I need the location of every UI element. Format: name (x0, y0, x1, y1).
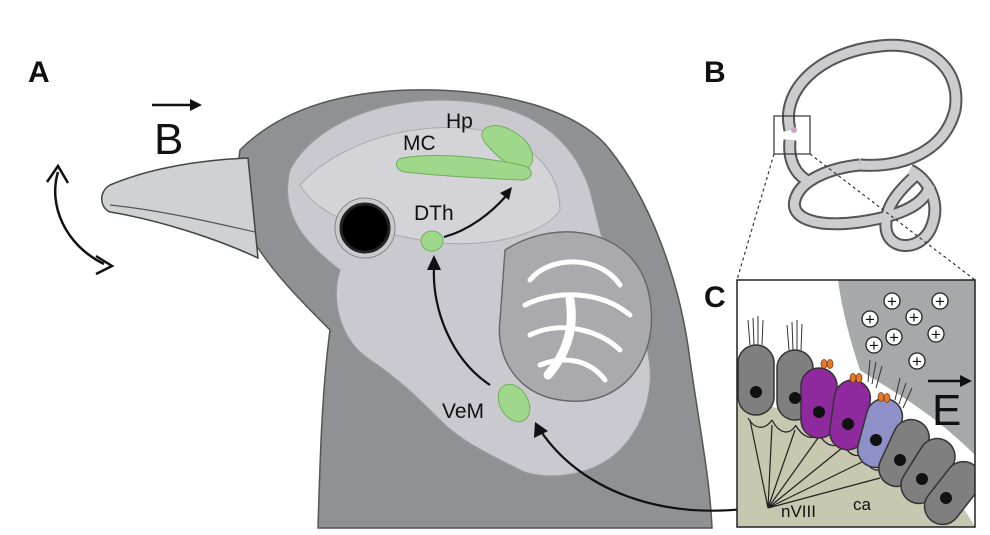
eye-pupil (339, 202, 391, 254)
nerve-fibers (747, 417, 885, 509)
nucleus-vem (497, 383, 531, 423)
svg-text:+: + (869, 336, 879, 355)
label-mc: MC (403, 132, 436, 155)
label-nviii: nVIII (781, 502, 816, 521)
label-vem: VeM (442, 400, 484, 423)
inner-ear-labyrinth-fill (784, 40, 961, 250)
svg-text:+: + (935, 292, 945, 311)
arrow-dth-to-mc (443, 195, 507, 239)
field-b-vector: B (152, 99, 202, 164)
arrow-nviii-to-vem (539, 429, 753, 512)
cerebellum (498, 231, 653, 402)
svg-text:+: + (931, 325, 941, 344)
ion: + (0, 0, 10, 4)
svg-text:+: + (912, 352, 922, 371)
panel-label-c: C (704, 281, 726, 314)
ion: + (885, 328, 903, 347)
svg-text:+: + (909, 308, 919, 327)
ion: + (931, 292, 949, 311)
label-dth: DTh (414, 202, 454, 225)
head-rotation-arrow (45, 163, 115, 276)
ion: + (927, 325, 945, 344)
hair-cell-nuclei (750, 386, 952, 504)
label-hp: Hp (446, 110, 473, 133)
ion: + (861, 310, 879, 329)
panel-label-a: A (28, 56, 50, 89)
ion: + (865, 336, 883, 355)
ion: + (883, 292, 901, 311)
stereocilia (747, 316, 913, 409)
svg-text:+: + (887, 292, 897, 311)
field-e-vector: E (928, 375, 972, 435)
magnetic-particles (820, 359, 891, 403)
hair-cells (737, 344, 975, 526)
beak-line (109, 204, 256, 233)
ions: + + + + + + + + + (0, 0, 949, 371)
pathway-arrows (427, 187, 753, 512)
label-field-e: E (932, 386, 961, 435)
zoom-lines (736, 153, 976, 281)
nucleus-mc (395, 155, 532, 181)
ion: + (908, 352, 926, 371)
panel-label-b: B (704, 56, 726, 89)
bird-head (101, 89, 713, 529)
arrow-vem-to-dth (432, 267, 491, 386)
ion: + (905, 308, 923, 327)
label-ca: ca (853, 495, 872, 514)
zoom-box (773, 115, 811, 155)
nucleus-dth (420, 230, 444, 252)
svg-text:+: + (865, 310, 875, 329)
svg-text:+: + (889, 328, 899, 347)
beak (101, 157, 259, 260)
lagena-spot (791, 127, 797, 133)
label-field-b: B (154, 115, 183, 164)
